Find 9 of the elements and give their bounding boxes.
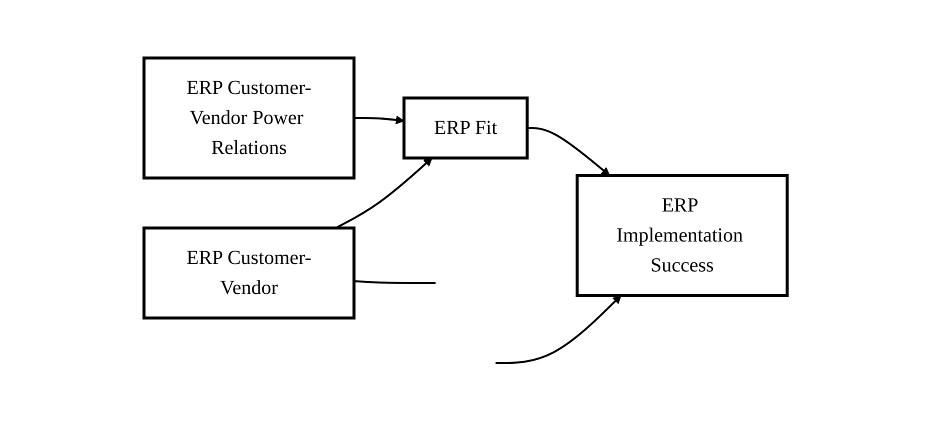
node-box: ERP Customer-Vendor (142, 226, 356, 320)
connector (354, 280, 436, 284)
arrow (496, 295, 622, 364)
arrow (354, 116, 405, 124)
node-box: ERP Implementation Success (576, 174, 790, 297)
arrow (528, 127, 610, 176)
node-box: ERP Customer-Vendor Power Relations (142, 56, 356, 180)
node-box: ERP Fit (402, 96, 530, 160)
arrow (336, 158, 433, 229)
